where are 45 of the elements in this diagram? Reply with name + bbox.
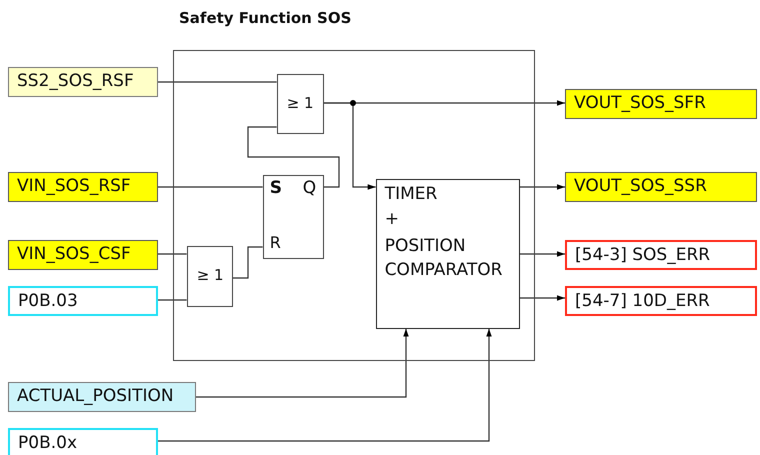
signal-line bbox=[158, 299, 187, 301]
signal-name: P0B.03 bbox=[18, 291, 78, 311]
gate-symbol: ≥ 1 bbox=[286, 94, 314, 112]
signal-name: VIN_SOS_CSF bbox=[17, 244, 131, 264]
gate-symbol: ≥ 1 bbox=[196, 266, 224, 284]
output-signal-box bbox=[565, 89, 757, 119]
arrow bbox=[196, 328, 409, 398]
signal-name: VIN_SOS_RSF bbox=[17, 176, 131, 196]
pin-label: R bbox=[270, 232, 281, 252]
pin-label: Q bbox=[302, 178, 316, 198]
signal-name: VOUT_SOS_SFR bbox=[574, 93, 706, 113]
arrow bbox=[520, 295, 565, 301]
timer-comparator-block bbox=[376, 178, 520, 329]
signal-name: SS2_SOS_RSF bbox=[17, 71, 134, 91]
signal-name: [54-3] SOS_ERR bbox=[575, 245, 710, 265]
flip-flop bbox=[262, 174, 324, 259]
block-text: POSITION COMPARATOR bbox=[384, 234, 504, 282]
block-text: + bbox=[384, 208, 399, 229]
input-signal-box bbox=[8, 172, 158, 202]
signal-name: [54-7] 10D_ERR bbox=[575, 291, 710, 311]
arrow bbox=[520, 184, 565, 190]
output-signal-box bbox=[565, 240, 757, 270]
input-signal-box bbox=[8, 240, 158, 270]
arrow bbox=[324, 102, 376, 190]
block-text: TIMER bbox=[384, 184, 438, 204]
or-gate bbox=[276, 74, 324, 134]
or-gate bbox=[186, 246, 233, 307]
signal-line bbox=[232, 246, 263, 279]
output-signal-box bbox=[565, 286, 757, 316]
output-signal-box bbox=[565, 172, 757, 202]
pin-label: S bbox=[270, 178, 282, 198]
input-signal-box bbox=[8, 286, 158, 316]
signal-name: ACTUAL_POSITION bbox=[17, 386, 174, 406]
block-title: Safety Function SOS bbox=[179, 9, 352, 27]
arrow bbox=[520, 251, 565, 257]
input-signal-box bbox=[8, 382, 196, 412]
signal-line bbox=[158, 81, 277, 83]
input-signal-box bbox=[8, 428, 158, 455]
signal-line bbox=[247, 126, 340, 188]
signal-line bbox=[158, 253, 187, 255]
signal-name: VOUT_SOS_SSR bbox=[574, 176, 707, 196]
arrow bbox=[158, 328, 492, 442]
input-signal-box bbox=[8, 67, 158, 97]
signal-name: P0B.0x bbox=[18, 433, 78, 453]
signal-line bbox=[158, 186, 263, 188]
